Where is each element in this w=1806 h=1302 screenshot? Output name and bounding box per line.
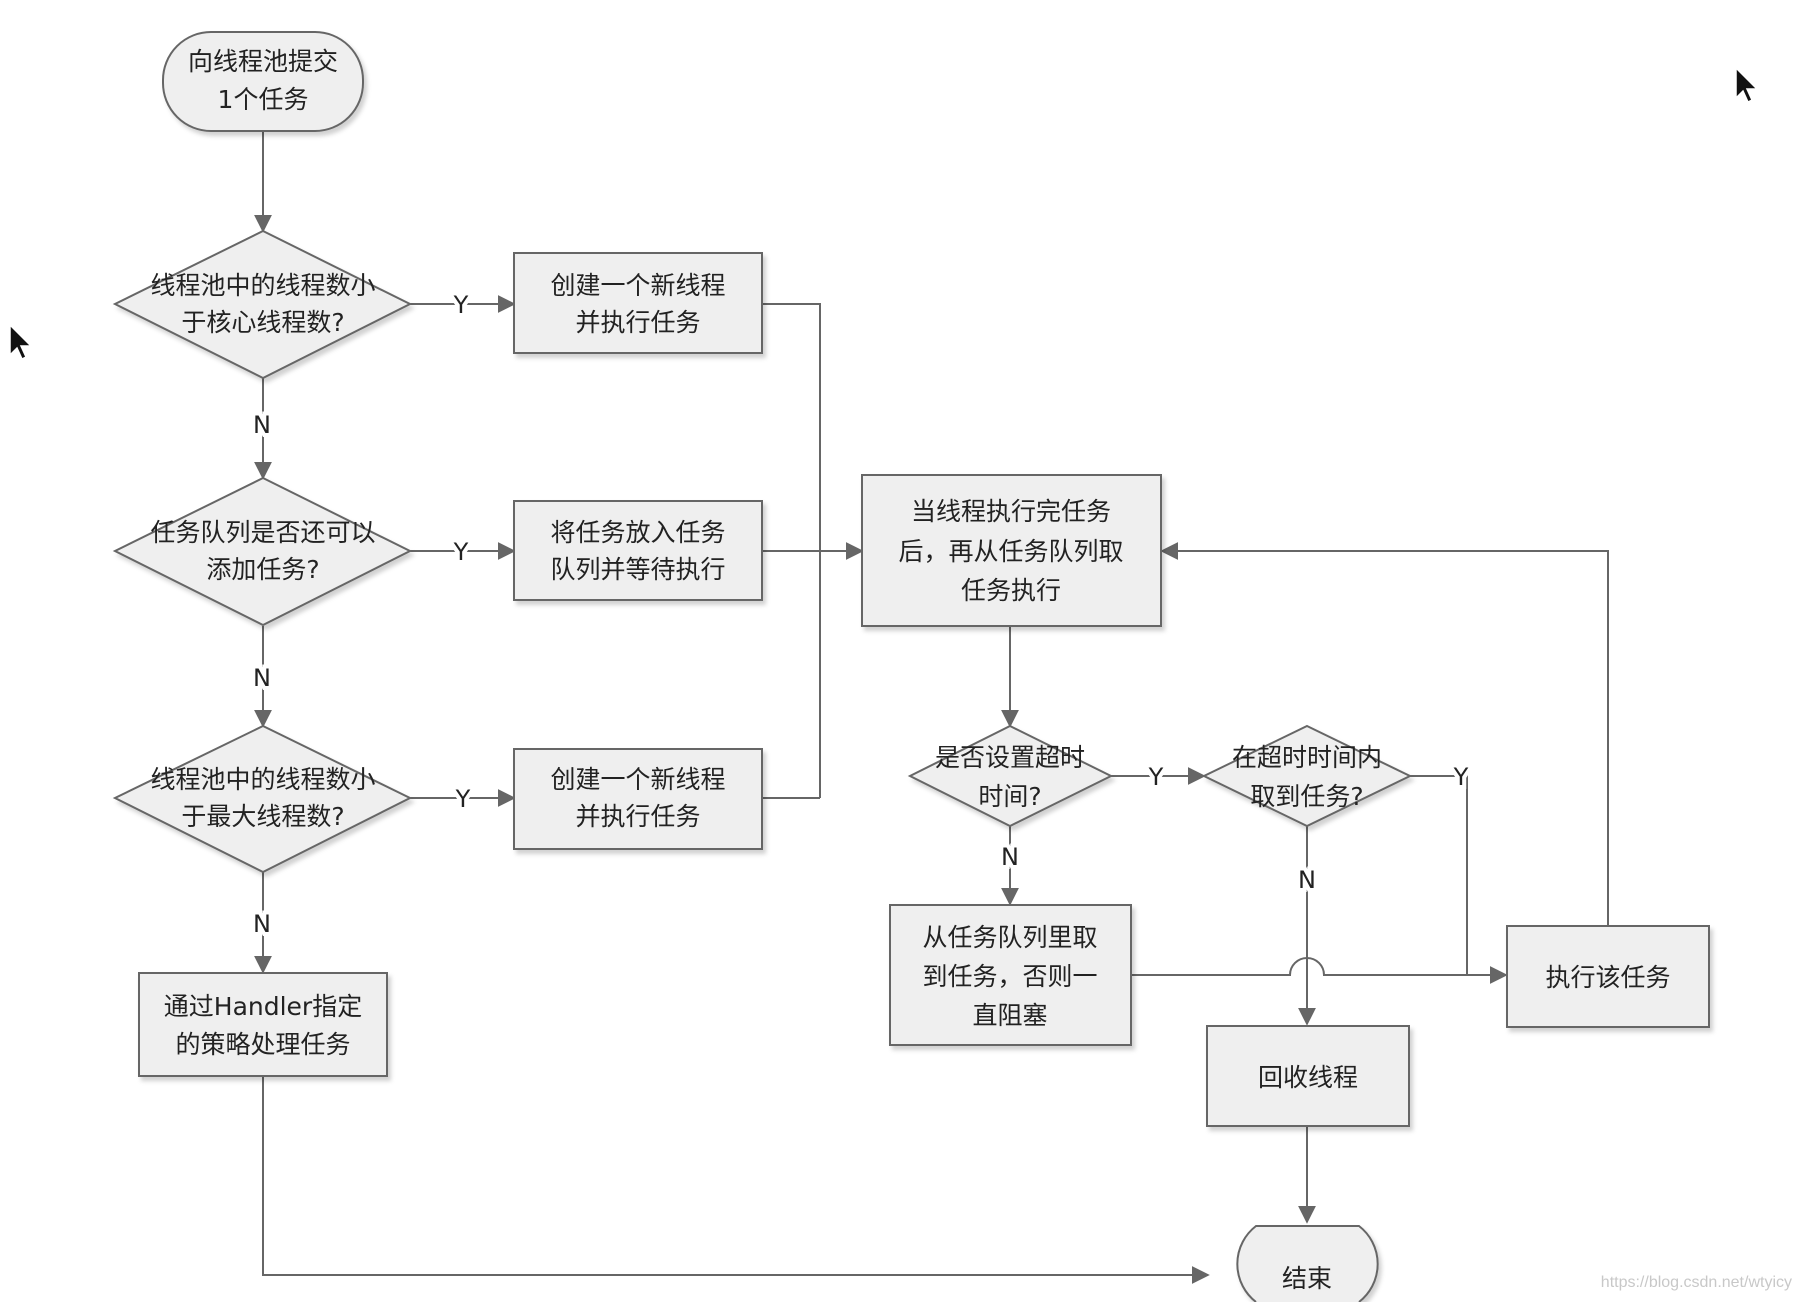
p2-text-1: 将任务放入任务 [550, 518, 725, 547]
after-text-1: 当线程执行完任务 [911, 497, 1111, 526]
d4-no-label: N [1001, 843, 1019, 871]
process-handler [138, 972, 388, 1077]
decision-core-threads [112, 229, 413, 380]
flow-d5-y [1410, 775, 1468, 975]
process-recycle-thread [1206, 1025, 1410, 1127]
exec-text: 执行该任务 [1545, 963, 1670, 992]
decision-queue-available [112, 476, 413, 627]
block-text-2: 到任务，否则一 [922, 962, 1097, 991]
d2-text-1: 任务队列是否还可以 [150, 518, 375, 547]
d3-yes-label: Y [455, 785, 471, 813]
handler-text-2: 的策略处理任务 [175, 1030, 350, 1059]
d4-yes-label: Y [1148, 763, 1164, 791]
process-execute-task [1506, 925, 1710, 1028]
p3-text-2: 并执行任务 [575, 802, 700, 831]
d1-text-2: 于核心线程数? [181, 308, 344, 337]
d1-no-label: N [253, 411, 271, 439]
end-terminal [1236, 1225, 1379, 1302]
decision-got-task [1201, 724, 1413, 828]
flow-exec-loop [1160, 542, 1609, 925]
start-terminal [162, 31, 364, 132]
decision-max-threads [112, 724, 413, 874]
d5-text-2: 取到任务? [1250, 782, 1363, 811]
watermark: https://blog.csdn.net/wtyicy [1600, 1274, 1792, 1291]
cursor-icon [1735, 66, 1759, 104]
d3-text-1: 线程池中的线程数小 [150, 765, 375, 794]
d3-no-label: N [253, 910, 271, 938]
decision-timeout-set [907, 724, 1114, 828]
d1-text-1: 线程池中的线程数小 [150, 271, 375, 300]
process-create-thread-1 [513, 252, 763, 354]
flow-p1-merge [762, 303, 821, 798]
flow-block-to-exec [1131, 957, 1508, 984]
d4-text-1: 是否设置超时 [935, 743, 1085, 772]
d1-yes-label: Y [453, 291, 469, 319]
flow-handler-to-end [262, 1076, 1210, 1284]
after-text-3: 任务执行 [961, 576, 1061, 605]
handler-text-1: 通过Handler指定 [164, 992, 362, 1021]
p2-text-2: 队列并等待执行 [550, 555, 725, 584]
start-text-1: 向线程池提交 [188, 47, 338, 76]
process-after-task [861, 474, 1162, 627]
d2-no-label: N [253, 664, 271, 692]
d5-text-1: 在超时时间内 [1232, 743, 1382, 772]
process-enqueue [513, 500, 763, 601]
d5-yes-label: Y [1453, 763, 1469, 791]
p3-text-1: 创建一个新线程 [550, 765, 725, 794]
d4-text-2: 时间? [978, 782, 1041, 811]
d5-no-label: N [1298, 866, 1316, 894]
process-blocking-take [889, 904, 1132, 1046]
d2-text-2: 添加任务? [206, 555, 319, 584]
block-text-1: 从任务队列里取 [922, 923, 1097, 952]
cursor-icon [9, 323, 33, 361]
block-text-3: 直阻塞 [972, 1001, 1047, 1030]
p1-text-1: 创建一个新线程 [550, 271, 725, 300]
p1-text-2: 并执行任务 [575, 308, 700, 337]
process-create-thread-2 [513, 748, 763, 850]
start-text-2: 1个任务 [218, 85, 309, 114]
end-text: 结束 [1282, 1264, 1332, 1293]
recycle-text: 回收线程 [1258, 1063, 1358, 1092]
d2-yes-label: Y [453, 538, 469, 566]
d3-text-2: 于最大线程数? [181, 802, 344, 831]
after-text-2: 后，再从任务队列取 [898, 537, 1123, 566]
